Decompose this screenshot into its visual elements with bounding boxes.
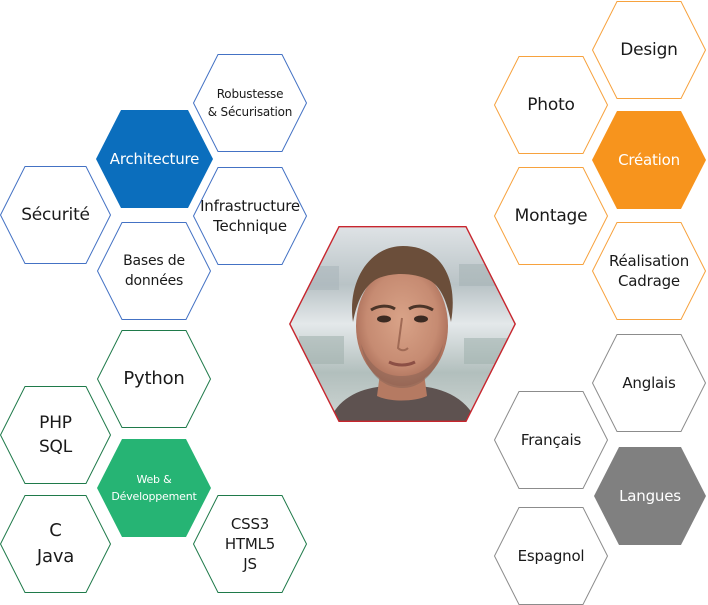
hex-bases-de-donnees: Bases de données	[96, 222, 212, 320]
hex-c-java: C Java	[0, 495, 112, 593]
hex-creation: Création	[592, 111, 706, 209]
hex-label: CSS3 HTML5 JS	[224, 515, 276, 573]
hex-architecture: Architecture	[96, 110, 213, 208]
hexagon-outline-icon	[493, 167, 609, 265]
hex-label: Anglais	[622, 374, 676, 392]
hexagon-outline-icon	[591, 334, 707, 432]
hexagon-outline-icon	[591, 222, 707, 320]
hex-php-sql: PHP SQL	[0, 386, 112, 484]
hex-label: Infrastructure Technique	[200, 197, 300, 235]
hex-css-html-js: CSS3 HTML5 JS	[192, 495, 308, 593]
hex-photo: Photo	[493, 56, 609, 154]
hexagon-filled-icon	[96, 110, 213, 208]
hexagon-outline-icon	[96, 222, 212, 320]
hex-francais: Français	[493, 391, 609, 489]
hexagon-outline-icon	[0, 386, 112, 484]
hex-label: Sécurité	[21, 205, 90, 225]
hex-label: Architecture	[109, 150, 200, 168]
hex-label: Réalisation Cadrage	[608, 252, 690, 290]
hex-realisation-cadrage: Réalisation Cadrage	[591, 222, 707, 320]
hexagon-outline-icon	[0, 495, 112, 593]
hexagon-outline-icon	[192, 167, 308, 265]
hex-infrastructure-technique: Infrastructure Technique	[192, 167, 308, 265]
hexagon-outline-icon	[192, 54, 308, 152]
hex-label: Design	[620, 40, 678, 60]
hex-label: PHP SQL	[38, 413, 73, 457]
hex-label: Langues	[619, 487, 681, 505]
hexagon-outline-icon	[192, 495, 308, 593]
hex-label: C Java	[36, 520, 75, 567]
hex-python: Python	[96, 330, 212, 428]
hex-label: Français	[520, 431, 582, 449]
hex-design: Design	[591, 0, 707, 99]
hex-label: Montage	[514, 206, 588, 226]
portrait-hexagon	[289, 225, 516, 423]
hex-label: Web & Développement	[111, 473, 197, 503]
hex-label: Création	[618, 151, 680, 169]
hexagon-outline-icon	[591, 0, 707, 99]
hex-robustesse-securisation: Robustesse & Sécurisation	[192, 54, 308, 152]
portrait-photo-icon	[289, 225, 516, 423]
hex-langues: Langues	[594, 447, 706, 545]
hexagon-outline-icon	[96, 330, 212, 428]
hex-label: Espagnol	[517, 547, 585, 565]
hex-label: Python	[123, 368, 185, 389]
hex-espagnol: Espagnol	[493, 507, 609, 605]
hexagon-outline-icon	[493, 391, 609, 489]
hexagon-filled-icon	[97, 439, 211, 537]
hexagon-filled-icon	[594, 447, 706, 545]
hex-label: Robustesse & Sécurisation	[207, 87, 293, 119]
hex-anglais: Anglais	[591, 334, 707, 432]
hex-label: Bases de données	[123, 253, 185, 289]
hexagon-outline-icon	[0, 166, 112, 264]
hex-montage: Montage	[493, 167, 609, 265]
hexagon-outline-icon	[493, 56, 609, 154]
hexagon-filled-icon	[592, 111, 706, 209]
hex-securite: Sécurité	[0, 166, 112, 264]
hex-label: Photo	[527, 95, 575, 115]
hex-web-developpement: Web & Développement	[97, 439, 211, 537]
